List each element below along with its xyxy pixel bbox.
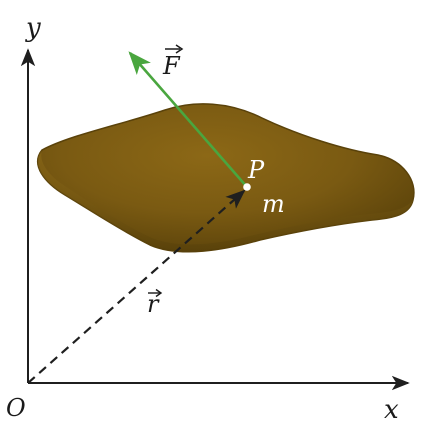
position-label-group: r xyxy=(147,288,163,318)
origin-label: O xyxy=(6,394,26,422)
force-label-vector-arrowhead xyxy=(175,44,184,54)
x-axis-label: x xyxy=(384,395,399,425)
force-vector xyxy=(128,51,248,188)
position-label-vector-arrowhead xyxy=(155,288,163,298)
force-label-group: F xyxy=(162,44,184,80)
rigid-body-edge-shading xyxy=(37,150,414,252)
y-axis-label: y xyxy=(25,13,41,43)
mass-label: m xyxy=(262,190,285,218)
point-label: P xyxy=(247,156,265,184)
force-label: F xyxy=(162,52,181,80)
position-vector xyxy=(27,189,246,384)
rigid-body xyxy=(37,103,415,253)
point-p xyxy=(243,183,251,191)
position-vector-label: r xyxy=(147,290,160,318)
